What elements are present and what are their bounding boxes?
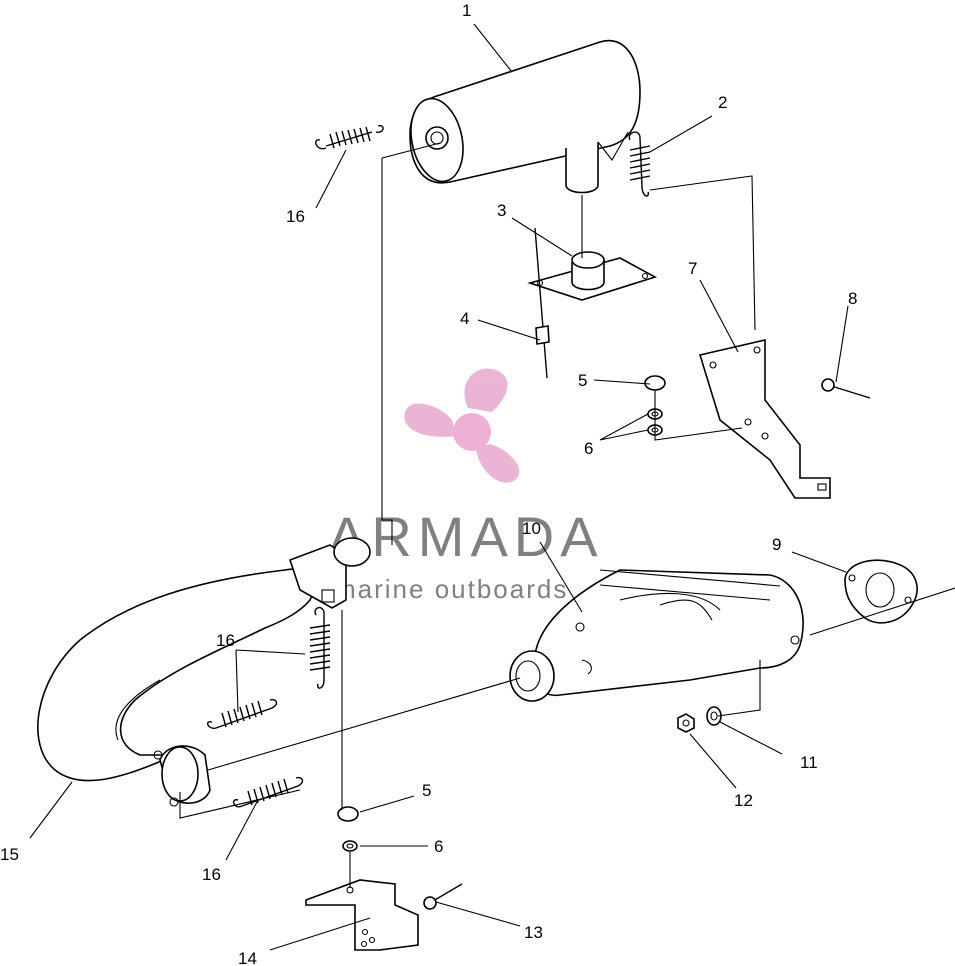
- gasket-9: [844, 559, 918, 624]
- callout-3: 3: [497, 201, 506, 220]
- callout-16-middle: 16: [216, 631, 235, 650]
- nut-12: [677, 713, 695, 733]
- bracket-7: [698, 338, 831, 499]
- stud-4: [534, 227, 550, 379]
- mount-plate-3: [527, 251, 658, 301]
- bolt-8: [821, 378, 871, 399]
- bolt-13: [423, 883, 463, 910]
- callout-labels: 1 2 3 4 5 6 7 8 9 10 11 12 13 14 15 16 1…: [0, 1, 857, 966]
- callout-6-upper: 6: [584, 439, 593, 458]
- callout-1: 1: [462, 1, 471, 20]
- spring-16-top: [315, 125, 384, 150]
- watermark-tagline: marine outboards: [334, 574, 568, 604]
- manifold-10: [509, 569, 804, 702]
- callout-11: 11: [800, 753, 818, 772]
- callout-4: 4: [460, 309, 469, 328]
- callout-9: 9: [772, 535, 781, 554]
- washer-6-lower: [342, 840, 358, 852]
- callout-5-lower: 5: [422, 781, 431, 800]
- assembly-lines: [179, 142, 955, 888]
- spring-2: [628, 131, 651, 197]
- callout-10: 10: [522, 519, 541, 538]
- callout-2: 2: [718, 93, 727, 112]
- grommet-5-lower: [337, 806, 359, 822]
- callout-16-top: 16: [286, 207, 305, 226]
- spring-16-lower: [232, 776, 304, 808]
- expansion-chamber-15: [37, 537, 371, 807]
- callout-14: 14: [238, 949, 257, 966]
- spring-16-vertical: [309, 606, 331, 689]
- watermark-logo: ARMADA marine outboards: [328, 368, 604, 604]
- callout-7: 7: [688, 259, 697, 278]
- watermark-brand: ARMADA: [328, 505, 604, 568]
- callout-5-upper: 5: [578, 371, 587, 390]
- callout-leaders: [29, 23, 849, 951]
- callout-6-lower: 6: [434, 837, 443, 856]
- propeller-icon: [404, 368, 520, 483]
- callout-12: 12: [734, 791, 753, 810]
- callout-8: 8: [848, 289, 857, 308]
- callout-13: 13: [524, 923, 543, 942]
- muffler: [409, 39, 641, 194]
- spring-16-middle: [206, 698, 278, 729]
- grommet-5-upper: [644, 375, 666, 391]
- callout-16-lower: 16: [202, 865, 221, 884]
- bracket-14: [305, 879, 419, 951]
- callout-15: 15: [0, 845, 19, 864]
